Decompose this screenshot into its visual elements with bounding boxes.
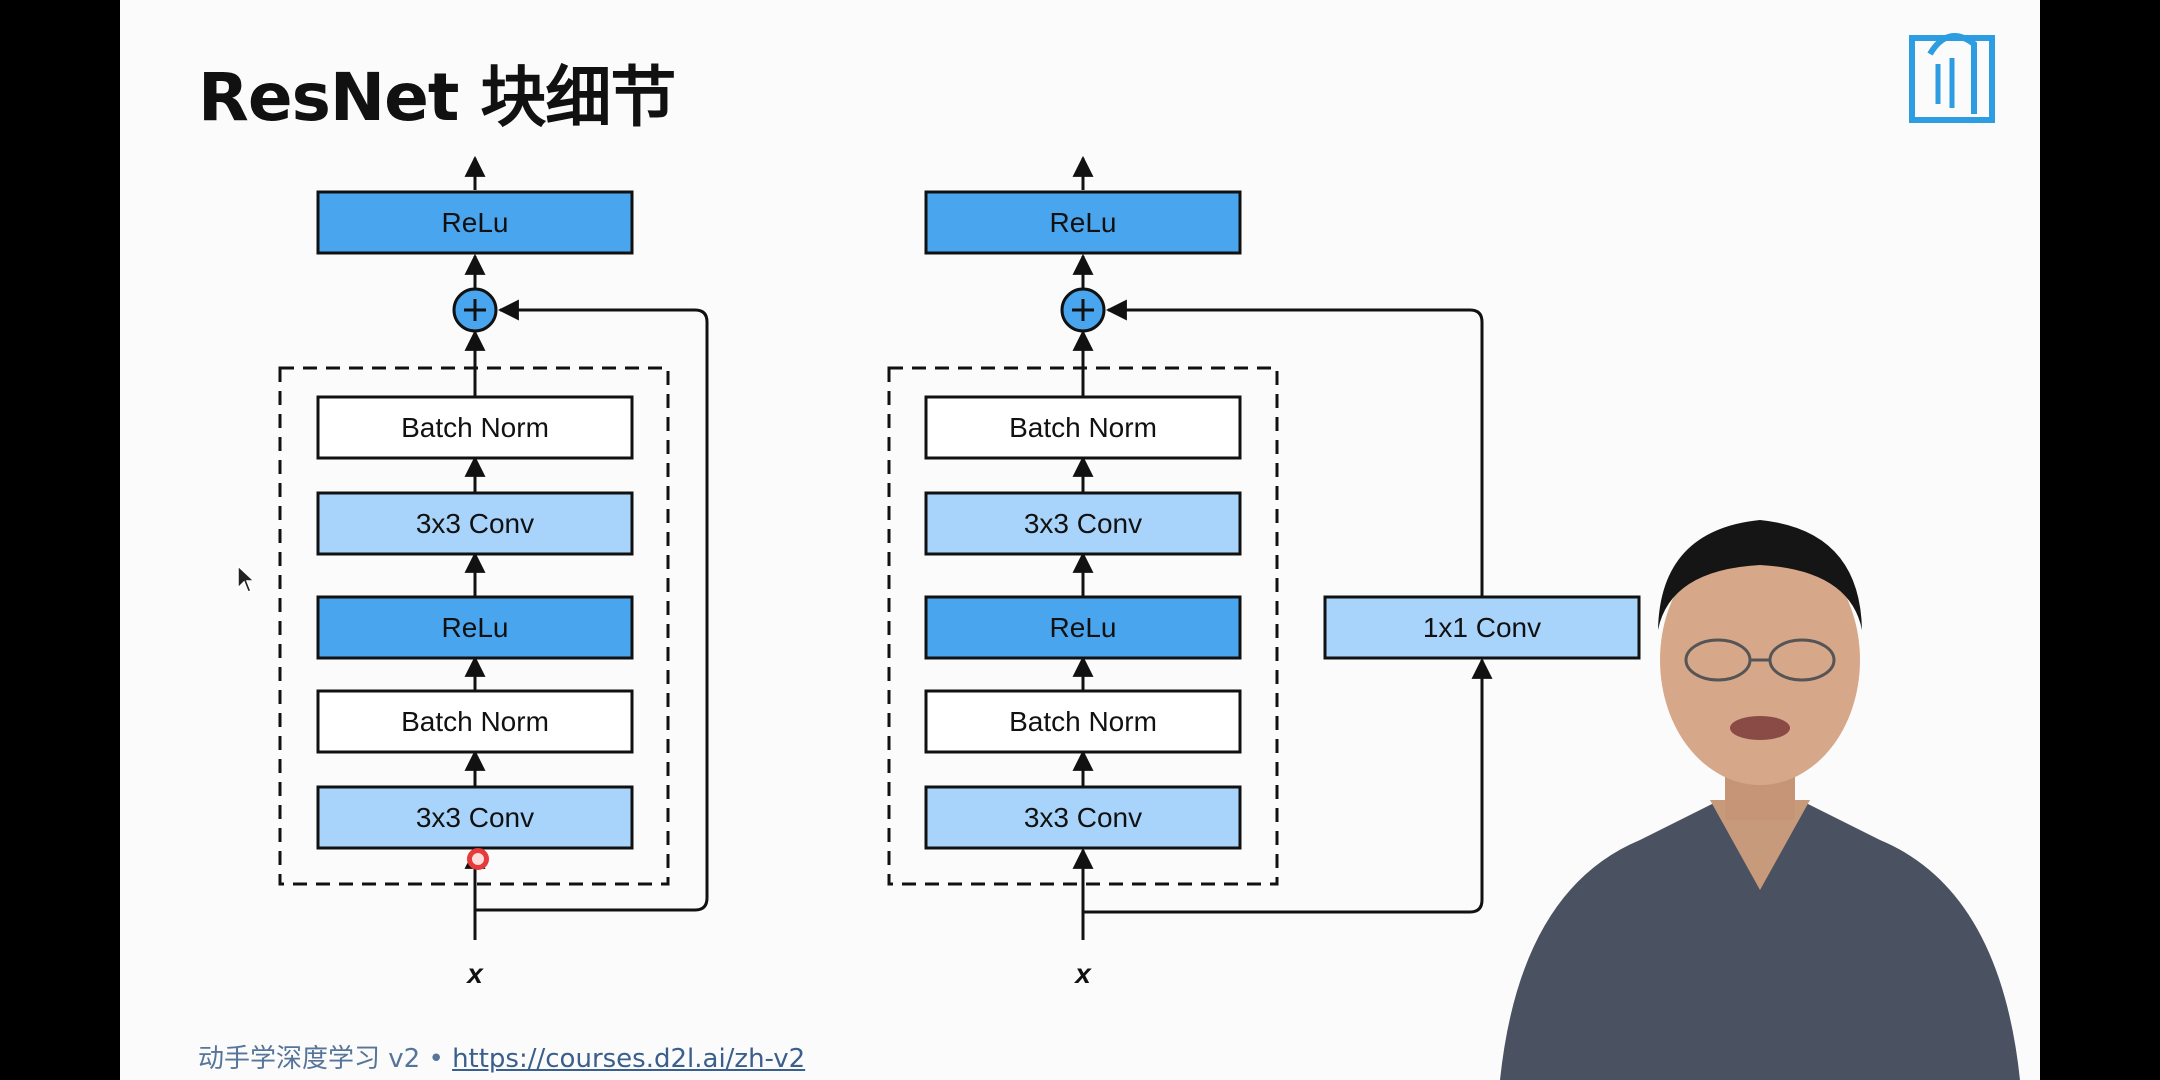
svg-text:Batch Norm: Batch Norm bbox=[1009, 412, 1157, 443]
left-skip-connection bbox=[475, 299, 709, 912]
right-residual-block: ReLu Batch Norm 3x3 Conv ReLu Batch Norm… bbox=[887, 155, 1641, 989]
click-indicator bbox=[467, 848, 489, 870]
right-conv-top: 3x3 Conv bbox=[924, 491, 1242, 556]
svg-text:Batch Norm: Batch Norm bbox=[1009, 706, 1157, 737]
svg-text:ReLu: ReLu bbox=[1050, 612, 1117, 643]
left-residual-block: ReLu Batch Norm 3x3 Conv ReLu Batch Norm… bbox=[278, 155, 709, 989]
svg-text:3x3 Conv: 3x3 Conv bbox=[1024, 802, 1142, 833]
svg-text:Batch Norm: Batch Norm bbox=[401, 412, 549, 443]
left-output-relu: ReLu bbox=[316, 190, 634, 255]
left-conv-bottom: 3x3 Conv bbox=[316, 785, 634, 850]
svg-text:1x1 Conv: 1x1 Conv bbox=[1423, 612, 1541, 643]
footer-link[interactable]: https://courses.d2l.ai/zh-v2 bbox=[452, 1044, 806, 1074]
slide: ResNet 块细节 bbox=[120, 0, 2040, 1080]
right-add-node bbox=[1060, 287, 1106, 333]
svg-text:3x3 Conv: 3x3 Conv bbox=[416, 508, 534, 539]
svg-text:ReLu: ReLu bbox=[442, 612, 509, 643]
svg-text:ReLu: ReLu bbox=[442, 207, 509, 238]
footer-text: 动手学深度学习 v2 • bbox=[198, 1044, 453, 1074]
resnet-diagram: ReLu Batch Norm 3x3 Conv ReLu Batch Norm… bbox=[278, 155, 1641, 989]
right-conv-bottom: 3x3 Conv bbox=[924, 785, 1242, 850]
svg-text:ReLu: ReLu bbox=[1050, 207, 1117, 238]
left-batch-norm-bottom: Batch Norm bbox=[316, 689, 634, 754]
svg-text:Batch Norm: Batch Norm bbox=[401, 706, 549, 737]
right-relu-mid: ReLu bbox=[924, 595, 1242, 660]
svg-text:3x3 Conv: 3x3 Conv bbox=[416, 802, 534, 833]
right-output-relu: ReLu bbox=[924, 190, 1242, 255]
right-input-label: x bbox=[1073, 958, 1092, 989]
footer-citation: 动手学深度学习 v2 • https://courses.d2l.ai/zh-v… bbox=[198, 1038, 805, 1075]
right-shortcut-in bbox=[1083, 657, 1493, 914]
left-input-label: x bbox=[465, 958, 484, 989]
left-add-node bbox=[452, 287, 498, 333]
d2l-logo bbox=[1909, 33, 1995, 123]
right-shortcut-out bbox=[1105, 299, 1484, 596]
presenter-video bbox=[1500, 520, 2020, 1080]
left-relu-mid: ReLu bbox=[316, 595, 634, 660]
left-conv-top: 3x3 Conv bbox=[316, 491, 634, 556]
right-batch-norm-bottom: Batch Norm bbox=[924, 689, 1242, 754]
right-shortcut-1x1-conv: 1x1 Conv bbox=[1323, 595, 1641, 660]
svg-text:3x3 Conv: 3x3 Conv bbox=[1024, 508, 1142, 539]
slide-title: ResNet 块细节 bbox=[198, 59, 676, 136]
mouse-cursor-icon bbox=[237, 564, 256, 593]
right-batch-norm-top: Batch Norm bbox=[924, 395, 1242, 460]
left-batch-norm-top: Batch Norm bbox=[316, 395, 634, 460]
